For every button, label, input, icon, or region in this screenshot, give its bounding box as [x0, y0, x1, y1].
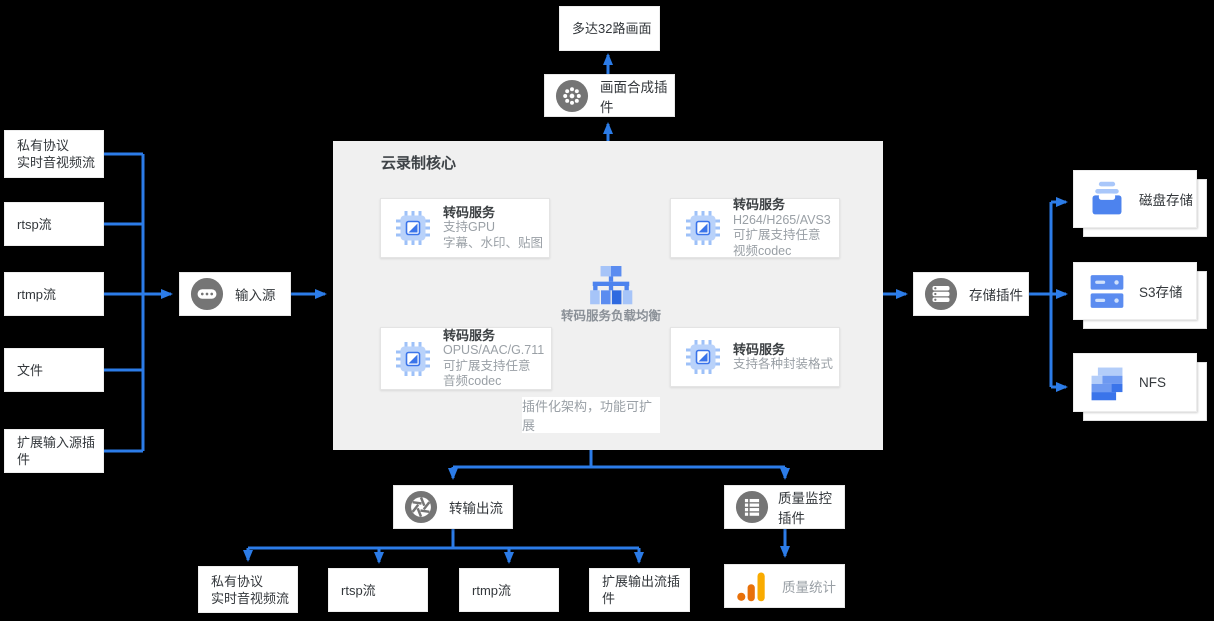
node-label: 质量统计 — [782, 580, 836, 595]
film-reel-icon — [555, 79, 589, 113]
service-card-container-format: 转码服务 支持各种封装格式 — [670, 327, 840, 387]
node-label: 质量监控插件 — [778, 491, 832, 526]
storage-list-icon — [924, 277, 958, 311]
input-source-icon — [190, 277, 224, 311]
aperture-icon — [404, 490, 438, 524]
output-box-extended-output-plugin: 扩展输出流插件 — [589, 568, 690, 612]
service-line: 视频codec — [733, 243, 792, 258]
service-title: 转码服务 — [733, 197, 786, 212]
service-line: 支持GPU — [443, 220, 496, 235]
service-title: 转码服务 — [443, 327, 496, 343]
node-composer-plugin: 画面合成插件 — [544, 74, 675, 117]
input-box-file: 文件 — [4, 348, 104, 392]
chip-icon — [396, 211, 430, 245]
service-card-audio-codec: 转码服务 OPUS/AAC/G.711 可扩展支持任意 音频codec — [380, 327, 552, 390]
service-line: H264/H265/AVS3 — [733, 212, 831, 227]
nfs-icon — [1087, 363, 1127, 403]
chip-icon — [686, 340, 720, 374]
node-input-source: 输入源 — [179, 272, 291, 316]
storage-card-nfs: NFS — [1073, 353, 1207, 421]
node-storage-plugin: 存储插件 — [913, 272, 1029, 316]
input-box-private-protocol: 私有协议 实时音视频流 — [4, 130, 104, 178]
core-title: 云录制核心 — [381, 155, 457, 172]
service-line: 支持各种封装格式 — [733, 357, 834, 371]
service-line: 可扩展支持任意 — [733, 228, 821, 242]
analytics-bars-icon — [735, 568, 771, 604]
load-balancer-icon — [583, 266, 639, 306]
storage-card-disk: 磁盘存储 — [1073, 170, 1207, 237]
node-quality-monitor: 质量监控插件 — [724, 485, 845, 529]
storage-label: 磁盘存储 — [1139, 193, 1193, 208]
plugin-architecture-note: 插件化架构，功能可扩展 — [522, 397, 660, 433]
service-line: 音频codec — [443, 374, 502, 388]
storage-card-s3: S3存储 — [1073, 262, 1207, 329]
output-box-private-protocol: 私有协议 实时音视频流 — [198, 566, 298, 613]
checklist-icon — [735, 490, 769, 524]
service-title: 转码服务 — [443, 204, 496, 220]
s3-server-icon — [1087, 273, 1127, 310]
node-label: 画面合成插件 — [600, 79, 668, 115]
service-card-gpu: 转码服务 支持GPU 字幕、水印、贴图 — [380, 198, 550, 258]
node-label: 输入源 — [235, 288, 276, 303]
output-box-rtmp: rtmp流 — [459, 568, 559, 612]
node-label: 转输出流 — [449, 501, 503, 516]
service-line: 可扩展支持任意 — [443, 358, 531, 373]
storage-label: S3存储 — [1139, 285, 1183, 300]
node-quality-stat: 质量统计 — [724, 564, 845, 608]
storage-label: NFS — [1139, 375, 1166, 390]
service-card-video-codec: 转码服务 H264/H265/AVS3 可扩展支持任意 视频codec — [670, 197, 840, 258]
disk-storage-icon — [1087, 180, 1127, 218]
chip-icon — [396, 341, 430, 376]
input-box-rtsp: rtsp流 — [4, 202, 104, 246]
service-line: 字幕、水印、贴图 — [443, 235, 544, 250]
output-box-rtsp: rtsp流 — [328, 568, 428, 612]
input-box-rtmp: rtmp流 — [4, 272, 104, 316]
service-line: OPUS/AAC/G.711 — [443, 343, 545, 357]
screens-output-box: 多达32路画面 — [559, 6, 660, 51]
service-title: 转码服务 — [733, 341, 786, 357]
input-box-extended-input-plugin: 扩展输入源插件 — [4, 429, 104, 473]
node-label: 存储插件 — [969, 288, 1023, 303]
node-output-stream: 转输出流 — [393, 485, 513, 529]
chip-icon — [686, 211, 720, 245]
load-balancer-label: 转码服务负载均衡 — [560, 309, 661, 323]
